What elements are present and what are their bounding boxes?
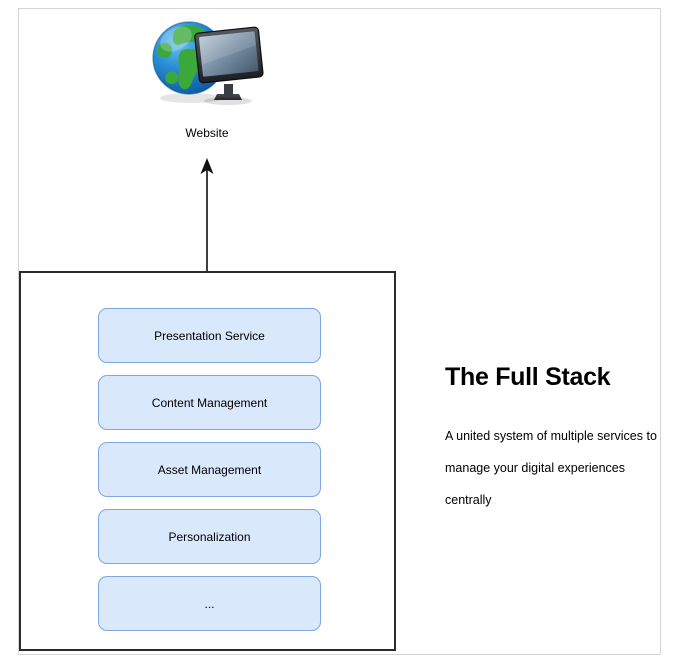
- services-list: Presentation Service Content Management …: [98, 308, 321, 631]
- service-label: Presentation Service: [154, 328, 265, 343]
- service-box-personalization[interactable]: Personalization: [98, 509, 321, 564]
- info-panel: The Full Stack A united system of multip…: [445, 362, 657, 516]
- service-label: Content Management: [151, 395, 268, 410]
- service-label: Personalization: [168, 529, 251, 544]
- website-label: Website: [185, 126, 229, 140]
- arrow-up-icon: [192, 155, 222, 277]
- info-body: A united system of multiple services to …: [445, 429, 657, 507]
- globe-monitor-icon: [147, 14, 267, 109]
- service-box-asset-management[interactable]: Asset Management: [98, 442, 321, 497]
- service-box-more[interactable]: ...: [98, 576, 321, 631]
- info-title: The Full Stack: [445, 363, 611, 391]
- stack-container: Presentation Service Content Management …: [19, 271, 396, 651]
- service-label: Asset Management: [157, 462, 262, 477]
- service-box-presentation-service[interactable]: Presentation Service: [98, 308, 321, 363]
- service-box-content-management[interactable]: Content Management: [98, 375, 321, 430]
- service-label: ...: [204, 596, 215, 611]
- website-node[interactable]: Website: [147, 14, 267, 140]
